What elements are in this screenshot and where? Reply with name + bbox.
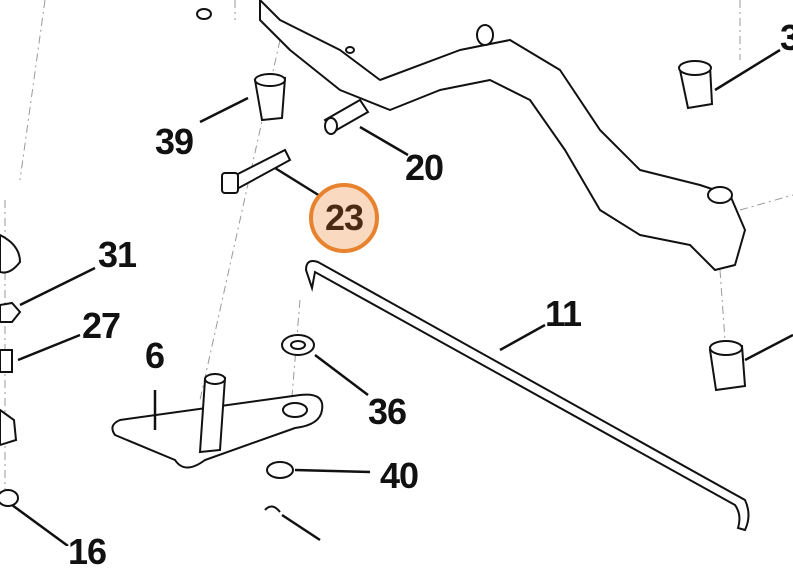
callout-31[interactable]: 31 [98,234,137,275]
callout-40[interactable]: 40 [380,455,419,496]
callout-27[interactable]: 27 [82,305,121,346]
ring-40 [266,461,294,479]
callout-20[interactable]: 20 [405,147,444,188]
callout-39[interactable]: 39 [155,121,194,162]
callout-23-label: 23 [324,197,364,238]
leader-lines [11,48,793,546]
callout-3-partial[interactable]: 3 [780,17,793,58]
callout-36[interactable]: 36 [368,391,407,432]
callout-16-partial[interactable]: 16 [68,531,107,572]
rod-11 [304,260,750,532]
parts [0,8,750,532]
callout-23-highlighted[interactable]: 23 [309,183,379,253]
parts-diagram-drawing [0,0,793,546]
callout-6[interactable]: 6 [145,335,165,376]
callout-11[interactable]: 11 [545,293,582,334]
frame-arm [259,0,746,271]
